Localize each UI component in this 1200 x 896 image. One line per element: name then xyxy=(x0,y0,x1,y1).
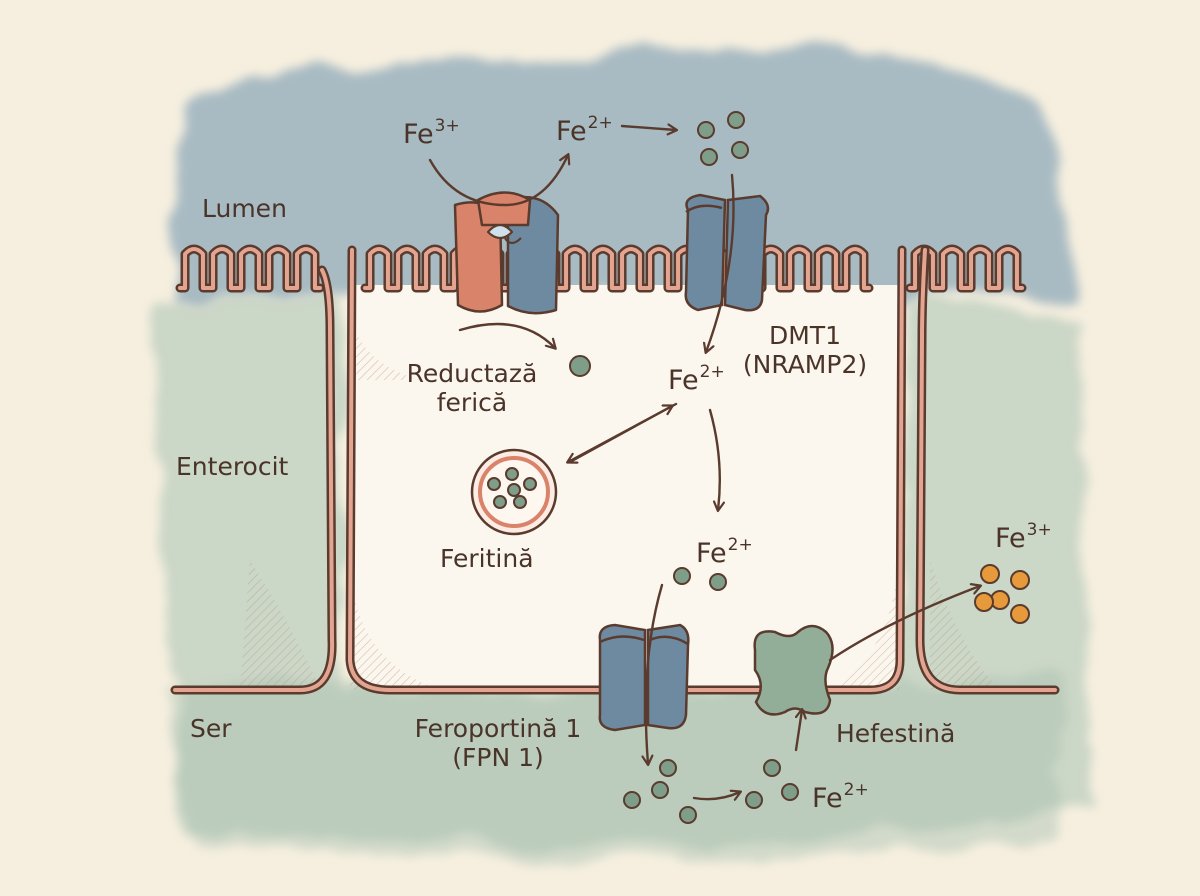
ferroportin-transporter xyxy=(598,623,690,732)
ferric-reductase-protein xyxy=(453,191,560,315)
ferrous-iron-dot xyxy=(651,781,669,799)
ferrous-iron-dot xyxy=(513,495,527,509)
ferric-reductase-label-line1: Reductază xyxy=(406,359,538,388)
ferroportin-label-line1: Feroportină 1 xyxy=(414,714,582,743)
dmt1-label-line2: (NRAMP2) xyxy=(742,349,868,379)
hephaestin-protein xyxy=(753,624,834,716)
ion-fe2-basolateral: Fe2+ xyxy=(696,535,753,569)
ferric-iron-dot xyxy=(1010,570,1030,590)
ferric-iron-dot xyxy=(974,592,994,612)
ferrous-iron-particles xyxy=(487,111,799,824)
hatched-shading xyxy=(240,300,1000,690)
ferrous-iron-dot xyxy=(623,791,641,809)
ferrous-iron-dot xyxy=(505,467,519,481)
ion-fe3-lumen: Fe3+ xyxy=(403,116,460,150)
ferrous-iron-dot xyxy=(487,477,501,491)
serum-wash xyxy=(150,300,1090,859)
ferric-iron-dot xyxy=(980,564,1000,584)
ferrous-iron-dot xyxy=(700,148,718,166)
ferrous-iron-dot xyxy=(569,355,591,377)
ferrous-iron-dot xyxy=(763,759,781,777)
ion-fe3-serum: Fe3+ xyxy=(995,520,1052,554)
dmt1-transporter xyxy=(684,193,770,312)
ferrous-iron-dot xyxy=(745,791,763,809)
ferric-reductase-label-line2: ferică xyxy=(436,387,508,417)
ferritin-label: Feritină xyxy=(440,544,534,573)
ferric-iron-particles xyxy=(974,564,1030,624)
ion-fe2-cytosol: Fe2+ xyxy=(668,362,725,396)
hephaestin-label: Hefestină xyxy=(836,719,956,748)
ferrous-iron-dot xyxy=(781,783,799,801)
ion-fe2-lumen: Fe2+ xyxy=(556,113,613,147)
lumen-wash xyxy=(170,40,1075,300)
dmt1-label-line1: DMT1 xyxy=(769,321,841,350)
ferroportin-label: Feroportină 1 (FPN 1) xyxy=(400,714,596,773)
flow-arrows xyxy=(428,126,980,799)
dmt1-label: DMT1 (NRAMP2) xyxy=(730,321,880,380)
ferrous-iron-dot xyxy=(493,495,507,509)
ion-fe2-serum: Fe2+ xyxy=(812,780,869,814)
enterocyte-label: Enterocit xyxy=(176,452,289,481)
ferrous-iron-dot xyxy=(727,111,745,129)
membranes xyxy=(170,244,1060,695)
ferrous-iron-dot xyxy=(679,806,697,824)
ferrous-iron-dot xyxy=(673,567,691,585)
ferrous-iron-dot xyxy=(731,141,749,159)
ferrous-iron-dot xyxy=(659,759,677,777)
ferrous-iron-dot xyxy=(697,121,715,139)
enterocyte-interior xyxy=(350,285,900,690)
ferrous-iron-dot xyxy=(709,573,727,591)
serum-label: Ser xyxy=(190,714,232,743)
ferrous-iron-dot xyxy=(523,477,537,491)
ferroportin-label-line2: (FPN 1) xyxy=(452,742,544,772)
lumen-label: Lumen xyxy=(202,194,287,223)
ferrous-iron-dot xyxy=(507,483,521,497)
ferric-iron-dot xyxy=(1010,604,1030,624)
ferric-reductase-label: Reductază ferică xyxy=(392,359,552,418)
